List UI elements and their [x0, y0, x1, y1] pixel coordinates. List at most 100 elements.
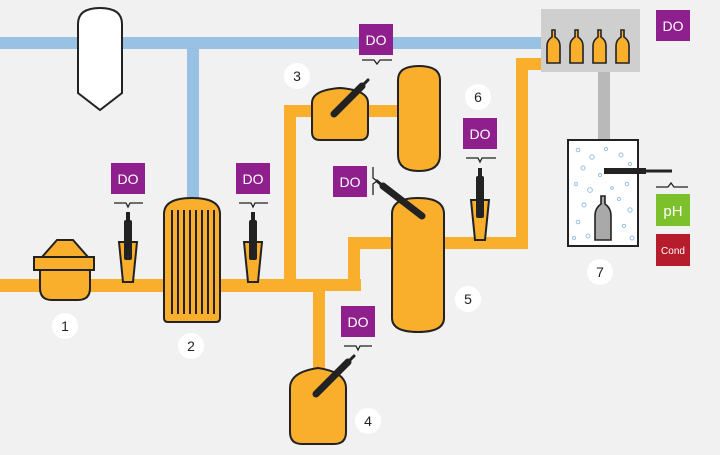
vessel-5 [391, 196, 445, 334]
process-pipes [0, 58, 548, 375]
badge-do-5-label: DO [340, 174, 361, 190]
vessel-2 [163, 196, 221, 323]
bracket-4 [344, 345, 372, 352]
inline-sensor-1 [117, 212, 139, 283]
do-probe-3-tip [360, 78, 370, 88]
badge-do-2: DO [236, 163, 270, 194]
badge-do-6-label: DO [470, 126, 491, 142]
do-probe-4 [312, 358, 352, 398]
water-pipe-main [0, 37, 548, 49]
vessel-6 [397, 64, 441, 173]
do-probe-4-tip [346, 354, 356, 364]
badge-do-4-bg [341, 306, 375, 337]
step-number-4-label: 4 [364, 413, 372, 429]
vessel-1-rim [33, 256, 95, 271]
badge-do-7-label: DO [663, 18, 684, 34]
badge-do-4-label: DO [348, 314, 369, 330]
bracket-2 [239, 202, 268, 209]
step-number-1: 1 [52, 313, 78, 339]
badge-do-6: DO [463, 118, 497, 149]
step-number-6: 6 [465, 84, 491, 110]
step-number-7-label: 7 [596, 264, 604, 280]
step-number-3-circle [284, 63, 310, 89]
do-probe-3 [330, 82, 366, 118]
vessel-4 [289, 366, 347, 445]
badge-do-1-label: DO [118, 171, 139, 187]
badge-cond: Cond [656, 234, 690, 266]
bottle-3 [592, 29, 607, 64]
vessel-3 [311, 86, 369, 141]
bracket-1 [114, 202, 143, 209]
water-storage-tank [77, 6, 123, 112]
badge-ph-label: pH [663, 203, 682, 220]
water-line [0, 37, 548, 210]
badge-do-6-bg [463, 118, 497, 149]
pipe-to-tank-4 [313, 279, 325, 375]
badge-ph-bg [656, 194, 690, 226]
badge-do-3-label: DO [366, 32, 387, 48]
badge-do-3-bg [359, 24, 393, 55]
do-probe-6 [476, 176, 484, 218]
vessel-2-filter-elements [171, 210, 215, 314]
do-probe-1 [124, 220, 132, 260]
pipe-to-tank-5-inlet [348, 237, 398, 249]
angled-probes [312, 78, 426, 398]
bottle-2 [569, 29, 584, 64]
step-number-1-circle [52, 313, 78, 339]
badge-cond-bg [656, 234, 690, 266]
do-probe-2-tip [251, 212, 255, 220]
badge-do-2-bg [236, 163, 270, 194]
bracket-6 [466, 157, 496, 164]
step-number-6-label: 6 [474, 89, 482, 105]
step-number-4-circle [355, 408, 381, 434]
badge-do-7: DO [656, 10, 690, 41]
test-chamber [567, 139, 672, 247]
badge-do-1: DO [111, 163, 145, 194]
bottle-4 [615, 29, 630, 64]
bottle-1 [546, 29, 561, 64]
badge-cond-label: Cond [661, 246, 685, 257]
vessel-1-lid [39, 239, 91, 258]
step-number-2: 2 [178, 333, 204, 359]
step-number-7: 7 [587, 259, 613, 285]
step-number-2-label: 2 [187, 338, 195, 354]
step-number-5: 5 [455, 286, 481, 312]
badge-do-3: DO [359, 24, 393, 55]
do-probe-5-tip [375, 179, 385, 188]
bottle-transfer-line [598, 70, 610, 142]
step-number-7-circle [587, 259, 613, 285]
inline-sensor-2 [242, 212, 264, 283]
step-number-4: 4 [355, 408, 381, 434]
badge-do-7-bg [656, 10, 690, 41]
step-number-5-label: 5 [464, 291, 472, 307]
vessel-1-body [39, 269, 91, 301]
inline-sensor-6 [469, 168, 491, 241]
pipe-to-tank-5-riser [348, 237, 360, 291]
badge-ph: pH [656, 194, 690, 226]
step-number-1-label: 1 [61, 318, 69, 334]
badge-do-2-label: DO [243, 171, 264, 187]
pipe-to-bottling [516, 58, 548, 70]
badge-do-5: DO [333, 166, 367, 197]
step-number-2-circle [178, 333, 204, 359]
do-probe-6-tip [478, 168, 482, 176]
step-number-3: 3 [284, 63, 310, 89]
do-probe-1-tip [126, 212, 130, 220]
pipe-to-bottling-riser [516, 58, 528, 249]
bracket-3 [362, 59, 392, 66]
bottling-station [541, 9, 640, 72]
brackets [114, 59, 688, 352]
step-number-3-label: 3 [293, 68, 301, 84]
badge-do-4: DO [341, 306, 375, 337]
step-number-5-circle [455, 286, 481, 312]
pipe-tank-5-outlet [440, 237, 528, 249]
test-bottle [594, 195, 612, 241]
badge-do-5-bg [333, 166, 367, 197]
bracket-5 [372, 167, 379, 195]
vessel-1 [33, 239, 95, 301]
pipe-riser-3 [284, 105, 296, 292]
badge-do-1-bg [111, 163, 145, 194]
step-number-6-circle [465, 84, 491, 110]
